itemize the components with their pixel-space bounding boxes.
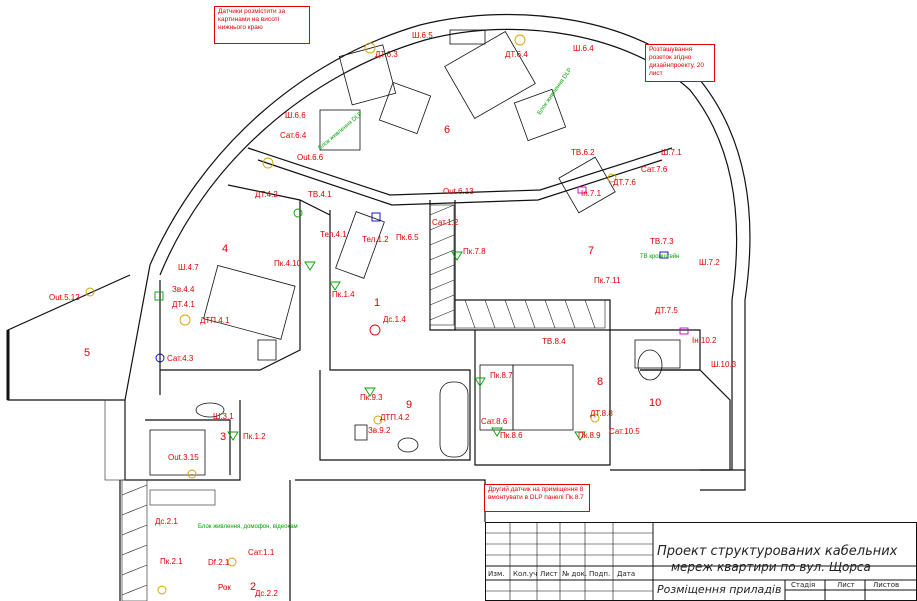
- device-label: ДТ.7.5: [655, 306, 678, 315]
- device-label: ТВ.4.1: [308, 190, 332, 199]
- device-label: Out.5.12: [49, 293, 80, 302]
- device-labels: ДТ.6.3 Ш.6.5 ДТ.6.4 Ш.6.4 Ш.6.6 Сат.6.4 …: [49, 31, 737, 598]
- device-label: Ш.3.1: [213, 412, 234, 421]
- device-label: Ш.7.2: [699, 258, 720, 267]
- device-label: Дс.2.2: [255, 589, 278, 598]
- green-label: ТВ кронштейн: [640, 253, 679, 260]
- room-number: 2: [250, 581, 256, 593]
- title-block-grid: [485, 522, 917, 601]
- device-label: Ш.7.1: [661, 148, 682, 157]
- room-number: 1: [374, 297, 380, 309]
- project-title-line-2: мереж квартири по вул. Щорса: [671, 560, 871, 574]
- device-label: Пк.6.5: [396, 233, 419, 242]
- device-label: Пк.8.7: [490, 371, 513, 380]
- stamp-col-4: № док.: [562, 570, 588, 578]
- device-label: ДТ.4.1: [172, 300, 195, 309]
- device-label: Пк.4.10: [274, 259, 302, 268]
- device-label: Ш.6.4: [573, 44, 594, 53]
- device-label: Df.2.1: [208, 558, 230, 567]
- room-number: 7: [588, 245, 594, 257]
- stamp-col-1: Изм.: [488, 570, 505, 578]
- device-label: ТВ.7.3: [650, 237, 674, 246]
- device-label: Пк.9.3: [360, 393, 383, 402]
- device-label: ТВ.6.2: [571, 148, 595, 157]
- stamp-right-col-2: Лист: [837, 581, 855, 589]
- project-title-line-1: Проект структурованих кабельних: [657, 544, 898, 559]
- furniture: [149, 29, 681, 476]
- room-numbers: 1 2 3 4 5 6 7 8 9 10: [84, 124, 661, 593]
- device-label: Out.6.13: [443, 187, 474, 196]
- wall-hatching: [104, 204, 606, 601]
- device-label: ДТ.8.8: [590, 409, 613, 418]
- device-label: Out.6.6: [297, 153, 324, 162]
- device-label: Тел.1.2: [362, 235, 389, 244]
- device-label: ДТП.4.1: [200, 316, 230, 325]
- device-label: Пк.2.1: [160, 557, 183, 566]
- device-label: Ш.4.7: [178, 263, 199, 272]
- device-label: Дс.1.4: [383, 315, 406, 324]
- sheet-title: Розміщення приладів: [657, 583, 782, 596]
- room-number: 10: [649, 397, 661, 409]
- device-label: ТВ.8.4: [542, 337, 566, 346]
- device-label: Пк.1.4: [332, 290, 355, 299]
- device-label: Пк.7.11: [594, 276, 621, 285]
- device-symbols: [85, 34, 689, 595]
- stamp-col-2: Кол.уч: [513, 570, 538, 578]
- device-label: Сат.8.6: [481, 417, 508, 426]
- green-label: Блок живлення, домофон, відеокам: [198, 524, 298, 530]
- title-block: Изм. Кол.уч Лист № док. Подп. Дата Проек…: [485, 522, 917, 601]
- walls: [6, 13, 751, 601]
- device-label: Сат.1.1: [248, 548, 275, 557]
- second-sensor-note: Другий датчик на приміщення 8 вмонтувати…: [484, 484, 590, 512]
- device-label: Рок: [218, 583, 231, 592]
- device-label: Ш.10.3: [711, 360, 737, 369]
- device-label: Out.3.15: [168, 453, 199, 462]
- device-label: Ін.10.2: [692, 336, 717, 345]
- room-number: 6: [444, 124, 450, 136]
- device-label: Пк.8.9: [578, 431, 601, 440]
- device-label: Ш.6.5: [412, 31, 433, 40]
- outlets-note: Розташування розеток згідно дизайнпроект…: [645, 44, 715, 82]
- device-label: Пк.7.8: [463, 247, 486, 256]
- device-label: ДТ.7.6: [613, 178, 636, 187]
- room-number: 5: [84, 347, 90, 359]
- device-label: Зв.4.4: [172, 285, 195, 294]
- room-number: 8: [597, 376, 603, 388]
- stamp-col-3: Лист: [540, 570, 558, 578]
- device-label: ДТ.6.4: [505, 50, 528, 59]
- sensors-note: Датчики розмістити за картинами на висот…: [214, 6, 310, 44]
- device-label: ДТ.4.2: [255, 190, 278, 199]
- device-label: Пк.8.6: [500, 431, 523, 440]
- green-label: Блок живлення DLP: [317, 111, 363, 151]
- device-label: Сат.1.2: [432, 218, 459, 227]
- stamp-col-5: Подп.: [589, 570, 611, 578]
- stamp-col-6: Дата: [617, 570, 636, 578]
- room-number: 4: [222, 243, 228, 255]
- stamp-right-col-3: Листов: [873, 581, 900, 589]
- device-label: Дс.2.1: [155, 517, 178, 526]
- device-label: Сат.10.5: [609, 427, 640, 436]
- green-label: Блок живлення DLP: [537, 67, 574, 116]
- room-number: 9: [406, 399, 412, 411]
- device-label: Пк.1.2: [243, 432, 266, 441]
- device-label: ДТП.4.2: [380, 413, 410, 422]
- device-label: Ш.6.6: [285, 111, 306, 120]
- device-label: In.7.1: [581, 189, 602, 198]
- device-label: Сат.7.6: [641, 165, 668, 174]
- device-label: Сат.4.3: [167, 354, 194, 363]
- device-label: Тел.4.1: [320, 230, 347, 239]
- device-label: Зв.9.2: [368, 426, 391, 435]
- device-label: ДТ.6.3: [375, 50, 398, 59]
- stamp-right-col-1: Стадія: [791, 581, 816, 589]
- device-label: Сат.6.4: [280, 131, 307, 140]
- room-number: 3: [220, 431, 226, 443]
